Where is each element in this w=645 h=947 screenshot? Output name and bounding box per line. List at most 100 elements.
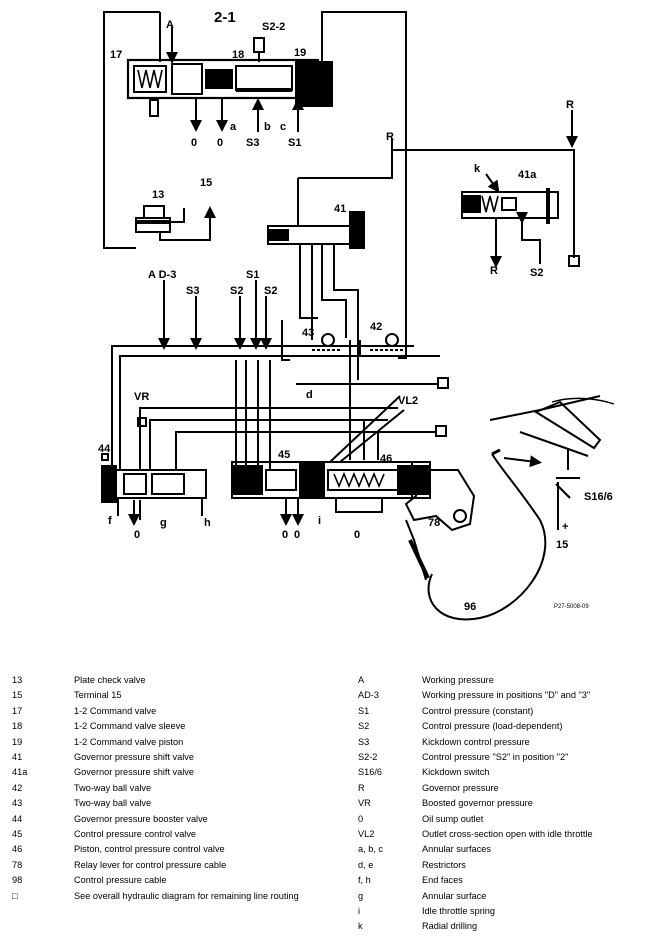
label-19: 19 xyxy=(294,47,306,59)
legend-right-text: Idle throttle spring xyxy=(422,906,496,916)
diagram-title: 2-1 xyxy=(214,9,236,26)
legend-left-text: Plate check valve xyxy=(74,675,146,685)
label-b: b xyxy=(264,121,271,133)
governor-booster-valve xyxy=(101,417,207,526)
legend-right-key: S2 xyxy=(358,721,370,732)
label-k: k xyxy=(474,163,481,175)
legend-left-key: 17 xyxy=(12,705,23,716)
pressure-lines xyxy=(111,280,449,470)
legend-left-key: 98 xyxy=(12,875,23,886)
legend-right-key: VL2 xyxy=(358,829,375,839)
label-96: 96 xyxy=(464,601,476,613)
legend-left-key: 44 xyxy=(12,813,23,824)
legend-right-key: a, b, c xyxy=(358,844,384,855)
legend-right-text: Governor pressure xyxy=(422,782,499,793)
plate-check-valve xyxy=(135,205,216,241)
label-13: 13 xyxy=(152,189,164,201)
legend-right-key: g xyxy=(358,890,364,901)
legend-left-text: Two-way ball valve xyxy=(74,798,152,809)
label-c: c xyxy=(280,121,286,133)
legend-left-key: 42 xyxy=(12,782,23,793)
command-valve-group xyxy=(103,11,407,359)
label-i: i xyxy=(318,515,321,527)
label-g: g xyxy=(160,517,167,529)
legend-right-text: Control pressure (load-dependent) xyxy=(422,721,563,732)
label-a: a xyxy=(230,121,237,133)
label-outlet-3: 0 xyxy=(134,529,140,541)
label-r-right: R xyxy=(566,99,574,111)
legend-right-text: Outlet cross-section open with idle thro… xyxy=(422,829,593,839)
label-h: h xyxy=(204,517,211,529)
ball-valves xyxy=(281,320,406,361)
legend-right-key: f, h xyxy=(358,875,371,886)
legend-right-text: End faces xyxy=(422,875,463,886)
label-41: 41 xyxy=(334,203,346,215)
label-41a: 41a xyxy=(518,169,537,181)
label-42: 42 xyxy=(370,321,382,333)
legend-right-key: R xyxy=(358,782,365,793)
legend-right-text: Boosted governor pressure xyxy=(422,798,533,809)
label-s3-b: S3 xyxy=(186,285,199,297)
legend-left-key: 41 xyxy=(12,752,23,762)
legend-left-text: Control pressure control valve xyxy=(74,829,197,839)
legend-left-key: 41a xyxy=(12,767,28,778)
label-r-top: R xyxy=(386,131,394,143)
legend-right-key: k xyxy=(358,921,363,932)
legend-right-text: Working pressure in positions "D" and "3… xyxy=(422,690,591,701)
label-s2-b: S2 xyxy=(264,285,277,297)
label-s2-right: S2 xyxy=(530,267,543,279)
label-outlet-1: 0 xyxy=(191,137,197,149)
figure-reference: P27-5008-09 xyxy=(554,604,589,610)
legend-right-text: Radial drilling xyxy=(422,921,478,932)
label-44: 44 xyxy=(98,443,111,455)
label-17: 17 xyxy=(110,49,122,61)
legend-right-key: d, e xyxy=(358,859,374,870)
legend-right-key: S1 xyxy=(358,705,370,716)
legend-right-text: Kickdown control pressure xyxy=(422,736,530,747)
label-18: 18 xyxy=(232,49,244,61)
legend-left-text: Governor pressure shift valve xyxy=(74,767,194,778)
legend-left-key: 18 xyxy=(12,721,23,732)
governor-shift-valve xyxy=(267,138,393,380)
label-s2-a: S2 xyxy=(230,285,243,297)
label-vr: VR xyxy=(134,391,149,403)
legend-left-key: 19 xyxy=(12,736,23,747)
label-46: 46 xyxy=(380,453,392,465)
control-pressure-valve xyxy=(231,395,431,526)
legend-right-text: Kickdown switch xyxy=(422,767,490,778)
legend-right-text: Control pressure (constant) xyxy=(422,705,534,716)
legend-left-text: See overall hydraulic diagram for remain… xyxy=(74,890,299,901)
legend-left-text: Governor pressure shift valve xyxy=(74,752,194,762)
legend-right-key: VR xyxy=(358,798,371,809)
legend-left-text: 1-2 Command valve piston xyxy=(74,736,184,747)
legend-left-text: Control pressure cable xyxy=(74,875,167,886)
label-ad3: A D-3 xyxy=(148,269,176,281)
legend-left-key: 45 xyxy=(12,829,23,839)
legend-left-text: 1-2 Command valve xyxy=(74,705,157,716)
legend-right-key: AD-3 xyxy=(358,690,379,701)
label-r-low: R xyxy=(490,265,498,277)
legend-right-key: S16/6 xyxy=(358,767,383,778)
label-f: f xyxy=(108,515,112,527)
legend-left-key: 43 xyxy=(12,798,23,809)
legend-left-text: Relay lever for control pressure cable xyxy=(74,859,227,870)
label-outlet-4: 0 xyxy=(282,529,288,541)
label-s1-b: S1 xyxy=(246,269,259,281)
legend-left-text: Governor pressure booster valve xyxy=(74,813,208,824)
governor-shift-valve-detail xyxy=(392,110,580,268)
legend-right-key: A xyxy=(358,675,365,685)
legend-left-key: 15 xyxy=(12,690,23,701)
legend-right-text: Annular surface xyxy=(422,890,487,901)
label-vl2: VL2 xyxy=(398,395,418,407)
label-outlet-2: 0 xyxy=(217,137,223,149)
legend-right-text: Control pressure "S2" in position "2" xyxy=(422,752,569,762)
label-outlet-6: 0 xyxy=(354,529,360,541)
legend-left-text: Piston, control pressure control valve xyxy=(74,844,225,855)
label-s1: S1 xyxy=(288,137,301,149)
label-s3: S3 xyxy=(246,137,259,149)
label-plus: + xyxy=(562,521,568,533)
legend-right-key: S2-2 xyxy=(358,752,378,762)
label-d: d xyxy=(306,389,313,401)
legend-right-text: Annular surfaces xyxy=(422,844,491,855)
